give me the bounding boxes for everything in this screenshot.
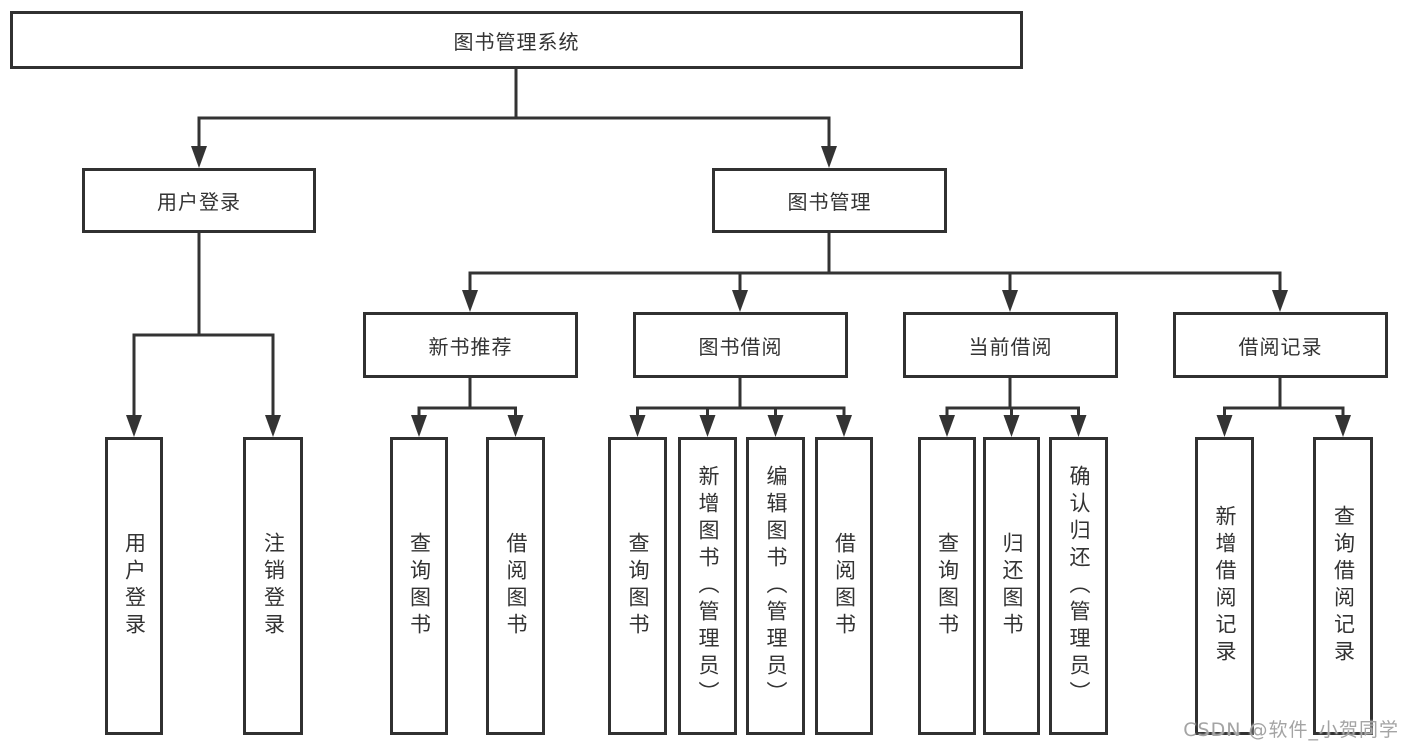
leaf-add-borrow-record: 新增借阅记录 xyxy=(1195,437,1254,735)
node-label: 图书管理 xyxy=(787,190,872,214)
arrowhead xyxy=(821,146,837,168)
node-label: 用户登录 xyxy=(122,532,147,640)
leaf-add-book-admin: 新增图书（管理员） xyxy=(678,437,737,735)
node-root: 图书管理系统 xyxy=(10,11,1023,69)
arrowhead xyxy=(1070,415,1087,437)
arrowhead xyxy=(629,415,646,437)
arrowhead xyxy=(191,146,207,168)
node-label: 用户登录 xyxy=(157,190,241,214)
leaf-borrow-books-recommend: 借阅图书 xyxy=(486,437,545,735)
leaf-confirm-return-admin: 确认归还（管理员） xyxy=(1049,437,1108,735)
node-label: 注销登录 xyxy=(261,532,286,640)
arrowhead xyxy=(767,415,784,437)
arrowhead xyxy=(1002,290,1018,312)
arrowhead xyxy=(836,415,852,437)
node-label: 借阅图书 xyxy=(832,532,857,640)
node-label: 查询图书 xyxy=(626,532,651,640)
arrowhead xyxy=(507,415,524,437)
leaf-borrow-books: 借阅图书 xyxy=(815,437,873,735)
connector-current-borrow-to-leaves xyxy=(939,378,1087,437)
leaf-query-books-recommend: 查询图书 xyxy=(390,437,448,735)
arrowhead xyxy=(265,415,281,437)
node-current-borrow: 当前借阅 xyxy=(903,312,1118,378)
node-label: 新增借阅记录 xyxy=(1213,505,1238,667)
arrowhead xyxy=(411,415,427,437)
node-book-management: 图书管理 xyxy=(712,168,947,233)
leaf-query-books-current: 查询图书 xyxy=(918,437,976,735)
node-label: 借阅记录 xyxy=(1238,334,1323,359)
arrowhead xyxy=(1216,415,1233,437)
connector-root-to-branches xyxy=(191,69,837,168)
node-new-book-recommend: 新书推荐 xyxy=(363,312,578,378)
arrowhead xyxy=(1003,415,1020,437)
leaf-user-login: 用户登录 xyxy=(105,437,163,735)
node-label: 查询图书 xyxy=(407,532,432,640)
arrowhead xyxy=(126,415,142,437)
arrowhead xyxy=(939,415,955,437)
connector-user-login-to-leaves xyxy=(126,233,281,437)
node-label: 新书推荐 xyxy=(428,334,513,359)
node-label: 新增图书（管理员） xyxy=(696,464,721,708)
leaf-return-books: 归还图书 xyxy=(983,437,1040,735)
connector-borrow-records-to-leaves xyxy=(1216,378,1351,437)
leaf-query-borrow-record: 查询借阅记录 xyxy=(1313,437,1373,735)
arrowhead xyxy=(699,415,716,437)
node-label: 图书管理系统 xyxy=(453,29,580,54)
connector-book-management-to-modules xyxy=(462,233,1288,312)
leaf-edit-book-admin: 编辑图书（管理员） xyxy=(746,437,805,735)
node-label: 查询借阅记录 xyxy=(1331,505,1356,667)
node-user-login: 用户登录 xyxy=(82,168,316,233)
leaf-logout: 注销登录 xyxy=(243,437,303,735)
node-label: 归还图书 xyxy=(1000,532,1025,640)
arrowhead xyxy=(1272,290,1288,312)
node-book-borrow: 图书借阅 xyxy=(633,312,848,378)
node-label: 查询图书 xyxy=(935,532,960,640)
arrowhead xyxy=(732,290,748,312)
node-borrow-records: 借阅记录 xyxy=(1173,312,1388,378)
leaf-query-books-borrow: 查询图书 xyxy=(608,437,667,735)
node-label: 图书借阅 xyxy=(698,334,783,359)
arrowhead xyxy=(1335,415,1351,437)
node-label: 编辑图书（管理员） xyxy=(764,464,789,708)
connector-new-book-to-leaves xyxy=(411,378,524,437)
node-label: 确认归还（管理员） xyxy=(1067,464,1092,708)
arrowhead xyxy=(462,290,478,312)
node-label: 借阅图书 xyxy=(504,532,529,640)
node-label: 当前借阅 xyxy=(968,334,1053,359)
connector-book-borrow-to-leaves xyxy=(629,378,852,437)
